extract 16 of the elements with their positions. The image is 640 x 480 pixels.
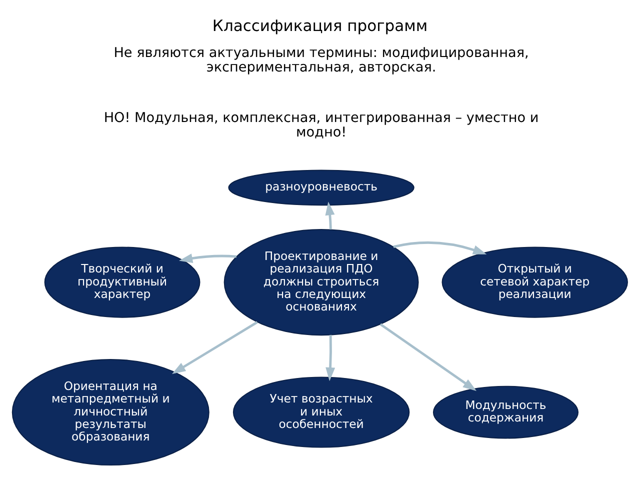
- node-ellipse: Открытый и сетевой характер реализации: [442, 246, 628, 318]
- label: Не являются актуальными термины: модифицированная, экспериментальная, авторская.: [114, 44, 529, 76]
- label: НО! Модульная, комплексная, интегрированная – уместно и модно!: [104, 110, 539, 140]
- diagram-title: Классификация программ: [212, 17, 428, 36]
- node-ellipse: Учет возрастных и иных особенностей: [232, 376, 410, 448]
- arrow: [178, 254, 237, 263]
- node-ellipse: разноуровневость: [228, 170, 414, 206]
- arrow: [326, 334, 336, 382]
- node-ellipse: Проектирование и реализация ПДО должны строиться на следующих основаниях: [224, 229, 419, 336]
- arrow: [380, 323, 477, 392]
- node-ellipse: Модульность содержания: [432, 386, 579, 439]
- node-ellipse: Творческий и продуктивный характер: [44, 246, 200, 318]
- arrow: [325, 202, 335, 230]
- arrow: [393, 241, 487, 254]
- arrow: [172, 321, 258, 374]
- node-ellipse: Ориентация на метапредметный и личностный результаты образования: [12, 358, 210, 466]
